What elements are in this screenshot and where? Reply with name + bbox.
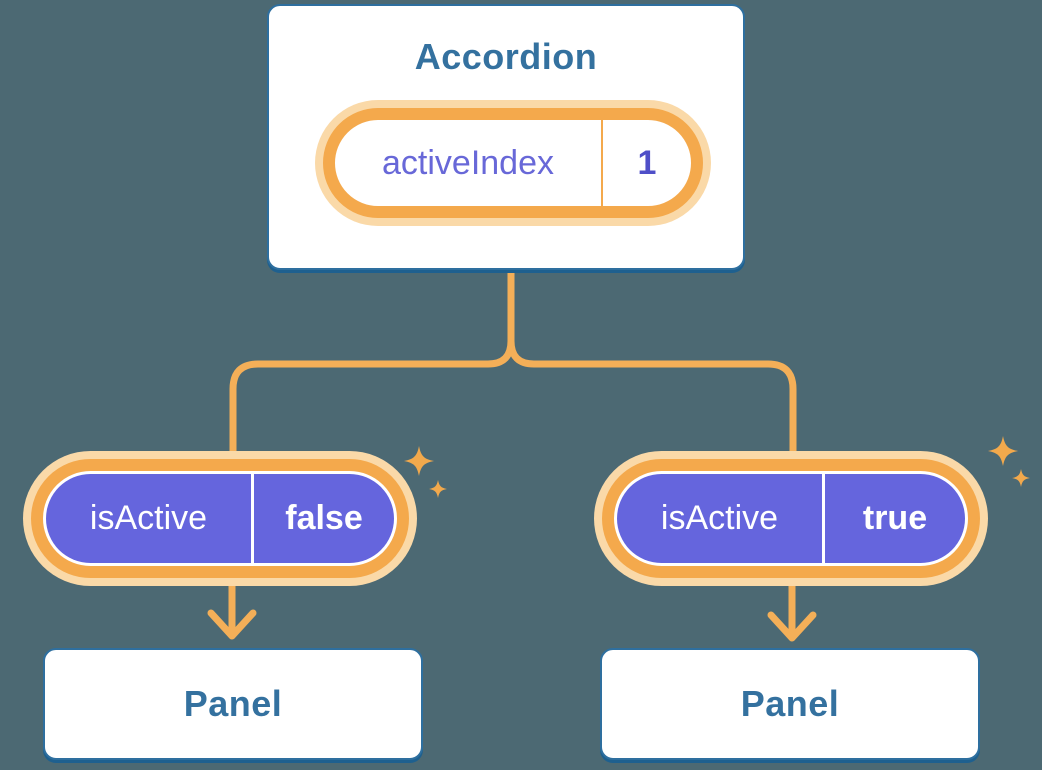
arrow-down-icon (767, 572, 817, 642)
connector-left-branch (229, 269, 515, 466)
prop-value: false (285, 499, 363, 537)
prop-pill-isactive-true: isActive true (602, 459, 980, 578)
sparkle-small-icon (1012, 469, 1030, 487)
connector-right-branch (507, 269, 797, 466)
prop-value: true (862, 499, 928, 537)
state-pill-activeindex: activeIndex 1 (323, 108, 703, 218)
pill-divider (822, 474, 825, 563)
panel-title: Panel (740, 683, 840, 724)
prop-pill-isactive-false: isActive false (31, 459, 409, 578)
prop-name-label: isActive (660, 499, 779, 537)
state-value: 1 (637, 143, 657, 182)
panel-box-left: Panel (43, 648, 423, 760)
pill-divider (251, 474, 254, 563)
prop-pill-body: isActive true (617, 474, 965, 563)
accordion-title: Accordion (414, 36, 598, 77)
sparkle-small-icon (429, 480, 447, 498)
prop-name-label: isActive (89, 499, 208, 537)
arrow-down-icon (207, 572, 257, 640)
accordion-box: Accordion activeIndex 1 (267, 4, 745, 270)
right-pill-sparkles (987, 435, 1030, 487)
prop-pill-body: isActive false (46, 474, 394, 563)
panel-box-right: Panel (600, 648, 980, 760)
sparkle-large-icon (987, 435, 1019, 467)
sparkle-large-icon (403, 445, 435, 477)
panel-title: Panel (183, 683, 283, 724)
state-name-label: activeIndex (382, 143, 554, 182)
left-pill-sparkles (403, 445, 447, 498)
pill-divider (601, 120, 603, 206)
